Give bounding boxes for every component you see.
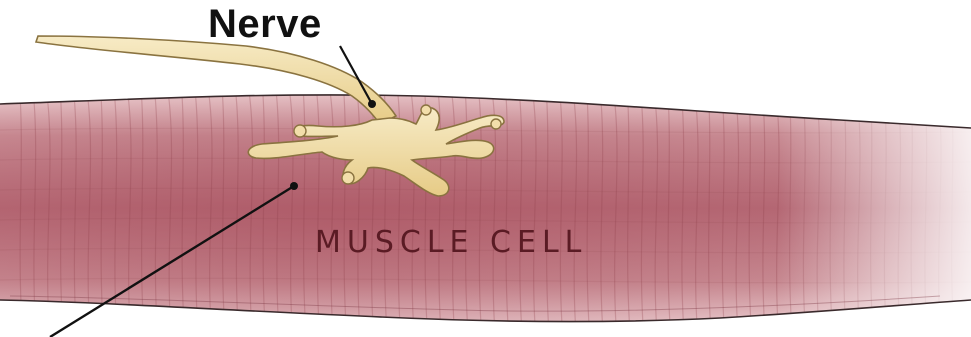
- nerve-bouton: [491, 119, 501, 129]
- nerve-bouton: [294, 125, 306, 137]
- nerve-bouton: [421, 105, 431, 115]
- nerve-bouton: [342, 172, 354, 184]
- muscle-cell-label: MUSCLE CELL: [315, 228, 587, 258]
- junction-leader-dot: [290, 182, 298, 190]
- nerve-leader-dot: [368, 100, 376, 108]
- nerve-label: Nerve: [208, 4, 322, 44]
